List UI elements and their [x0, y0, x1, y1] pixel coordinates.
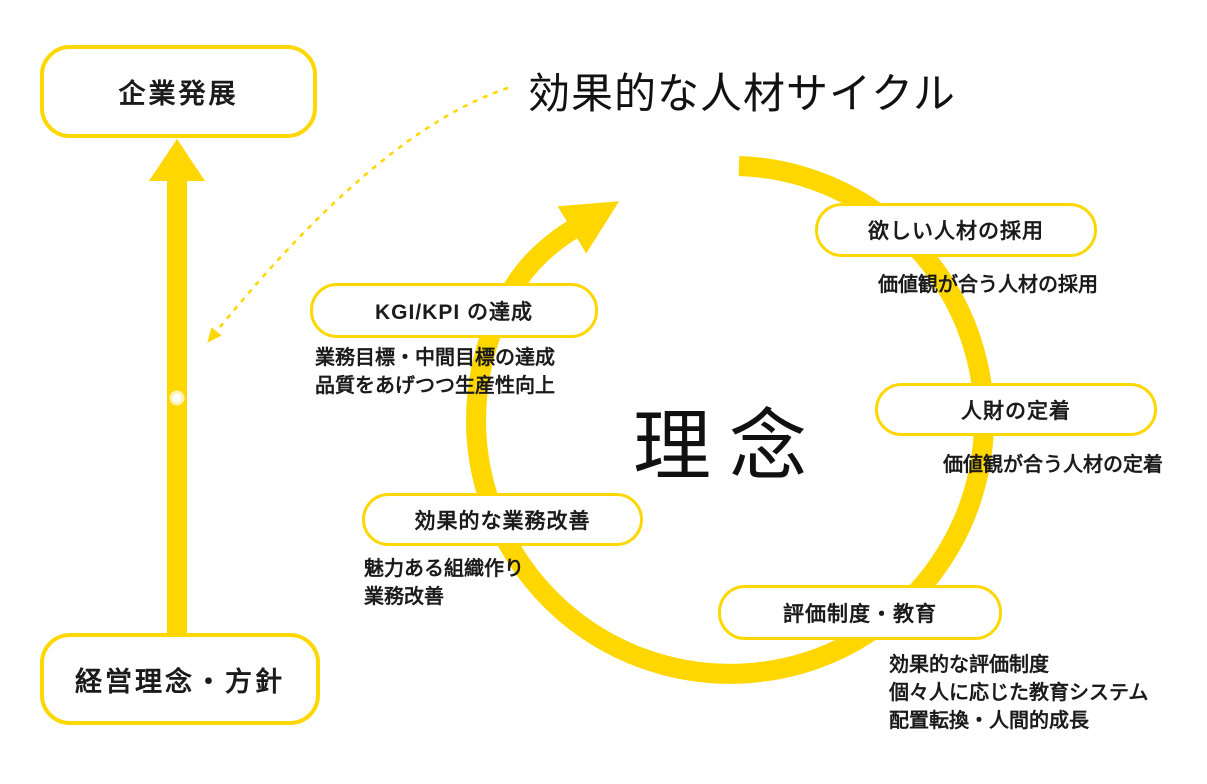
cycle-node-retention-notes: 価値観が合う人材の定着	[943, 451, 1163, 479]
cycle-node-kgi-box: KGI/KPI の達成	[310, 283, 598, 338]
cycle-node-evaluation-notes: 効果的な評価制度 個々人に応じた教育システム 配置転換・人間的成長	[889, 651, 1148, 735]
management-philosophy-label: 経営理念・方針	[75, 666, 285, 697]
cycle-node-improvement-label: 効果的な業務改善	[414, 509, 591, 533]
corporate-growth-label: 企業発展	[118, 79, 239, 109]
center-philosophy-label: 理念	[633, 403, 826, 490]
cycle-ring-arrow	[466, 156, 994, 684]
cycle-node-recruit-notes: 価値観が合う人材の採用	[878, 271, 1098, 299]
cycle-node-evaluation-label: 評価制度・教育	[783, 602, 937, 626]
note-line: 業務改善	[364, 586, 444, 608]
note-line: 個々人に応じた教育システム	[889, 682, 1149, 704]
cycle-node-improvement-notes: 魅力ある組織作り 業務改善	[364, 555, 524, 611]
cycle-node-recruit-box: 欲しい人材の採用	[815, 203, 1097, 257]
note-line: 配置転換・人間的成長	[889, 710, 1089, 732]
cycle-node-evaluation-box: 評価制度・教育	[718, 585, 1002, 640]
page-title: 効果的な人材サイクル	[528, 72, 956, 118]
note-line: 業務目標・中間目標の達成	[315, 347, 555, 369]
cycle-node-kgi-label: KGI/KPI の達成	[374, 300, 533, 324]
note-line: 魅力ある組織作り	[364, 558, 524, 580]
cycle-node-retention-box: 人財の定着	[875, 383, 1157, 436]
growth-arrow	[149, 139, 205, 634]
cycle-node-improvement-box: 効果的な業務改善	[362, 493, 643, 546]
growth-arrow-glow-dot-core	[172, 393, 182, 403]
note-line: 効果的な評価制度	[889, 654, 1049, 676]
cycle-node-kgi-notes: 業務目標・中間目標の達成 品質をあげつつ生産性向上	[315, 344, 555, 400]
corporate-growth-box: 企業発展	[40, 45, 317, 138]
growth-arrow-head	[149, 139, 205, 181]
dotted-feedback-arrow	[207, 86, 509, 343]
management-philosophy-box: 経営理念・方針	[40, 633, 320, 725]
cycle-node-retention-label: 人財の定着	[961, 399, 1071, 423]
note-line: 価値観が合う人材の定着	[943, 454, 1163, 476]
note-line: 価値観が合う人材の採用	[878, 274, 1098, 296]
note-line: 品質をあげつつ生産性向上	[315, 375, 555, 397]
cycle-node-recruit-label: 欲しい人材の採用	[868, 220, 1044, 243]
